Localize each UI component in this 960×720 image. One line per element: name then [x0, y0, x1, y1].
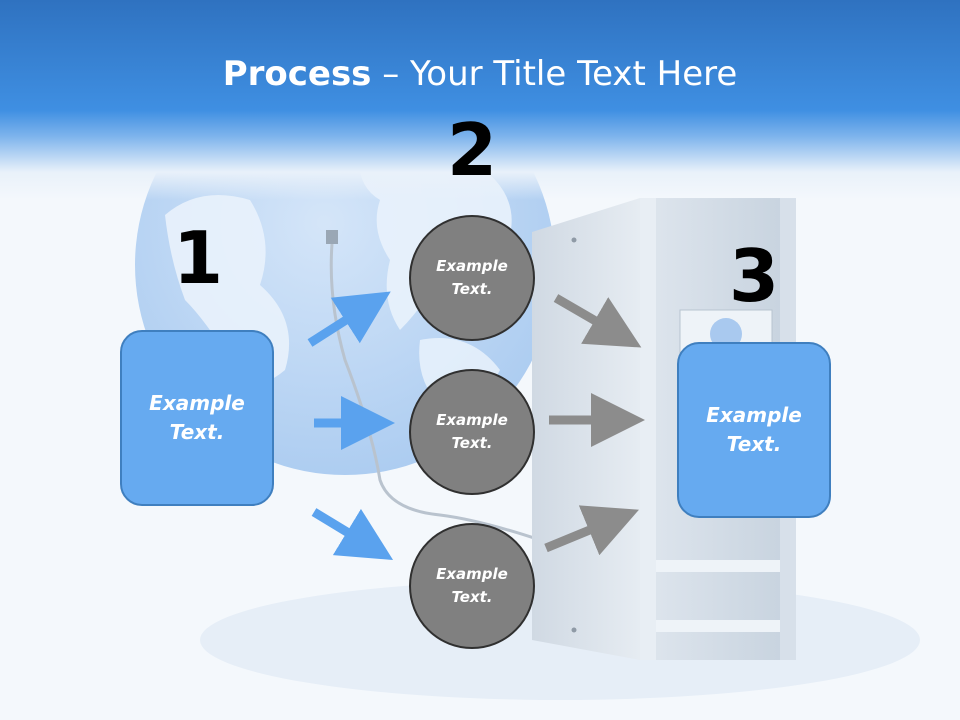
- step-1-box[interactable]: Example Text.: [120, 330, 274, 506]
- circle-2-text: Example Text.: [436, 411, 508, 452]
- header-band: [0, 0, 960, 200]
- step-2-circle-1[interactable]: Example Text.: [409, 215, 535, 341]
- step-2-circle-2[interactable]: Example Text.: [409, 369, 535, 495]
- circle-3-text: Example Text.: [436, 565, 508, 606]
- circle-1-text: Example Text.: [436, 257, 508, 298]
- step-2-circle-3[interactable]: Example Text.: [409, 523, 535, 649]
- step-number-2: 2: [446, 108, 498, 192]
- title-bold: Process: [222, 54, 372, 94]
- step-3-box[interactable]: Example Text.: [677, 342, 831, 518]
- step-3-text: Example Text.: [706, 403, 802, 456]
- arrow-from-circle-3: [544, 505, 639, 556]
- arrow-to-circle-3: [311, 508, 394, 561]
- step-number-1: 1: [172, 216, 224, 300]
- step-1-text: Example Text.: [149, 391, 245, 444]
- arrow-from-circle-1: [553, 294, 642, 348]
- slide-title: Process – Your Title Text Here: [0, 52, 960, 96]
- step-number-3: 3: [728, 234, 780, 318]
- arrow-to-circle-1: [307, 291, 391, 347]
- title-rest: – Your Title Text Here: [371, 54, 738, 94]
